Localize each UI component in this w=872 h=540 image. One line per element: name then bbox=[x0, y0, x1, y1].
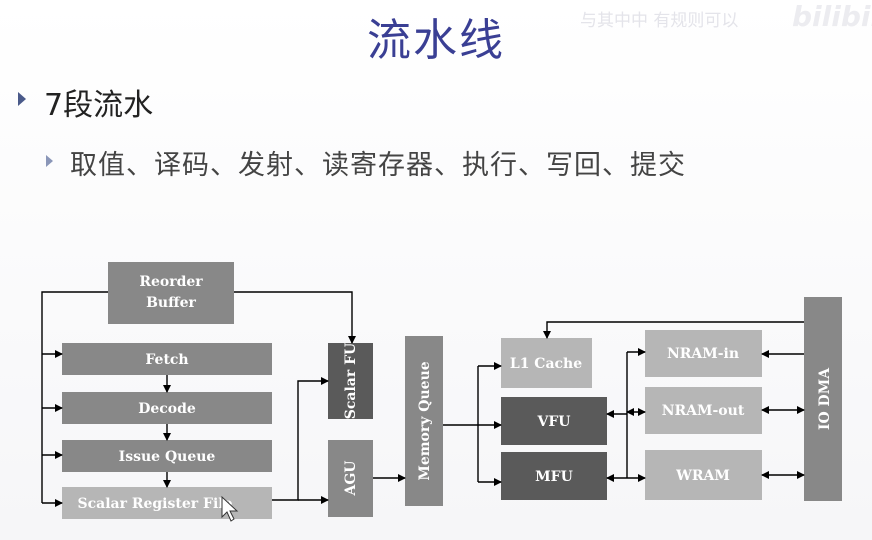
nram-in-label: NRAM-in bbox=[667, 346, 739, 362]
mouse-cursor-icon bbox=[221, 495, 239, 522]
reorder-buffer-label-2: Buffer bbox=[146, 295, 196, 311]
issue-queue-label: Issue Queue bbox=[119, 449, 216, 465]
vfu-box bbox=[501, 397, 607, 445]
bullet-arrow-icon bbox=[18, 92, 26, 106]
decode-label: Decode bbox=[138, 401, 196, 417]
scalar-fu-box bbox=[328, 343, 373, 419]
scalar-fu-label: Scalar FU bbox=[343, 343, 359, 420]
watermark-text: 与其中中 有规则可以 bbox=[580, 11, 739, 31]
sub-bullet-arrow-icon bbox=[46, 155, 53, 167]
l1-cache-label: L1 Cache bbox=[510, 356, 582, 372]
fetch-label: Fetch bbox=[145, 352, 188, 368]
nram-in-box bbox=[645, 330, 762, 377]
nram-out-box bbox=[645, 387, 762, 434]
wram-box bbox=[645, 450, 762, 500]
agu-box bbox=[328, 440, 373, 517]
reorder-buffer-box bbox=[108, 262, 234, 324]
nram-out-label: NRAM-out bbox=[662, 403, 745, 419]
agu-label: AGU bbox=[343, 460, 359, 496]
memory-queue-label: Memory Queue bbox=[417, 361, 433, 480]
l1-cache-box bbox=[501, 338, 592, 388]
scalar-register-file-label: Scalar Register File bbox=[78, 496, 233, 512]
mfu-box bbox=[501, 452, 607, 500]
fetch-box bbox=[62, 343, 272, 375]
reorder-buffer-label-1: Reorder bbox=[139, 274, 203, 290]
vfu-label: VFU bbox=[536, 414, 570, 430]
io-dma-label: IO DMA bbox=[817, 367, 833, 430]
bullet-sub-text: 取值、译码、发射、读寄存器、执行、写回、提交 bbox=[70, 150, 686, 181]
memory-queue-box bbox=[405, 336, 443, 506]
bilibili-logo: bilibili bbox=[792, 0, 872, 33]
issue-queue-box bbox=[62, 440, 272, 472]
decode-box bbox=[62, 392, 272, 424]
bullet-main-text: 7段流水 bbox=[44, 88, 154, 123]
slide-title: 流水线 bbox=[367, 15, 505, 66]
io-dma-box bbox=[804, 297, 842, 501]
mfu-label: MFU bbox=[535, 469, 573, 485]
scalar-register-file-box bbox=[62, 487, 272, 519]
wram-label: WRAM bbox=[675, 468, 730, 484]
